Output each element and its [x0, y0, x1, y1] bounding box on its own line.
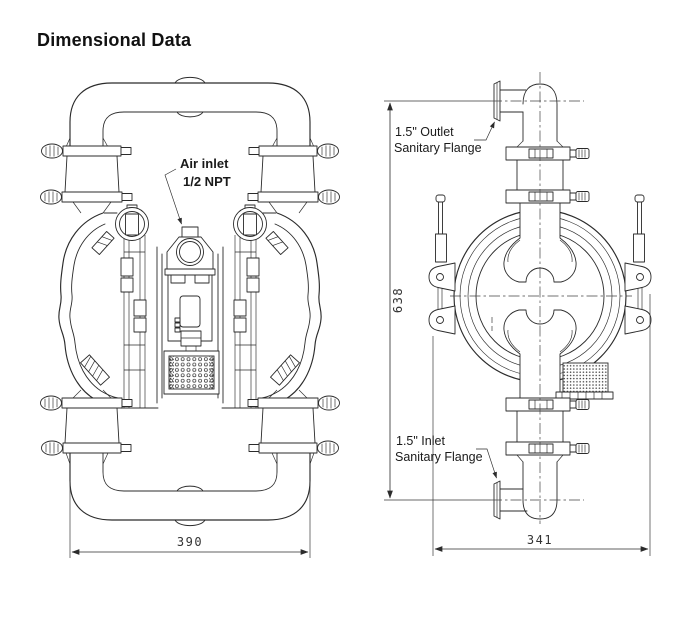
chamber-port-circles [115, 204, 267, 241]
bottom-boss-outer [174, 519, 206, 527]
dimension-341: 341 [432, 294, 651, 556]
front-top-manifold [65, 76, 315, 148]
page-title: Dimensional Data [37, 30, 192, 50]
top-boss-inner [176, 111, 204, 118]
dimension-390: 390 [69, 481, 311, 558]
muffler-side [555, 362, 614, 400]
svg-text:Sanitary Flange: Sanitary Flange [394, 141, 482, 155]
front-bottom-manifold [65, 452, 315, 527]
chamber-clamp-bolt [270, 354, 300, 386]
clamp-band [505, 146, 590, 161]
side-view: 638 341 1.5" Outlet Sanitary Flange 1.5"… [384, 72, 652, 556]
svg-text:1.5" Outlet: 1.5" Outlet [395, 125, 454, 139]
front-bottom-flanges [40, 389, 340, 456]
svg-text:Sanitary Flange: Sanitary Flange [395, 450, 483, 464]
svg-text:Air inlet: Air inlet [180, 156, 229, 171]
svg-text:1/2 NPT: 1/2 NPT [183, 174, 231, 189]
bottom-boss-inner [176, 485, 204, 492]
svg-text:1.5" Inlet: 1.5" Inlet [396, 434, 445, 448]
dimension-390-value: 390 [177, 535, 203, 549]
outlet-elbow [493, 80, 564, 148]
inlet-flange-label: 1.5" Inlet Sanitary Flange [395, 434, 497, 479]
chamber-clamp-bolt [80, 354, 110, 386]
dimension-638: 638 [384, 100, 491, 501]
center-air-section [163, 226, 220, 395]
right-diaphragm-chamber [217, 212, 322, 409]
dimension-638-value: 638 [391, 287, 405, 313]
air-inlet-opening [176, 238, 204, 266]
air-inlet-label: Air inlet 1/2 NPT [164, 156, 231, 225]
front-view: 390 Air inlet 1/2 NPT [40, 76, 340, 558]
clamp-band [505, 189, 590, 204]
chamber-clamp-bolt [91, 231, 115, 255]
top-boss-outer [174, 76, 206, 84]
centerlines [450, 72, 632, 524]
air-inlet-port [181, 226, 199, 238]
inlet-leader-line [476, 448, 497, 479]
front-top-flanges [40, 143, 340, 214]
side-clamp-bands [505, 146, 590, 456]
dimension-341-value: 341 [527, 533, 553, 547]
left-tie-rod [435, 194, 446, 203]
inlet-elbow [493, 454, 564, 520]
clamp-band [505, 441, 590, 456]
outlet-leader-line [474, 121, 495, 141]
right-tie-rod [634, 194, 645, 203]
outlet-flange-label: 1.5" Outlet Sanitary Flange [394, 121, 495, 155]
left-diaphragm-chamber [58, 212, 163, 409]
clamp-band [505, 397, 590, 412]
air-inlet-leader-line [164, 168, 182, 225]
side-lugs-and-rods [428, 194, 652, 335]
chamber-clamp-bolt [265, 231, 289, 255]
